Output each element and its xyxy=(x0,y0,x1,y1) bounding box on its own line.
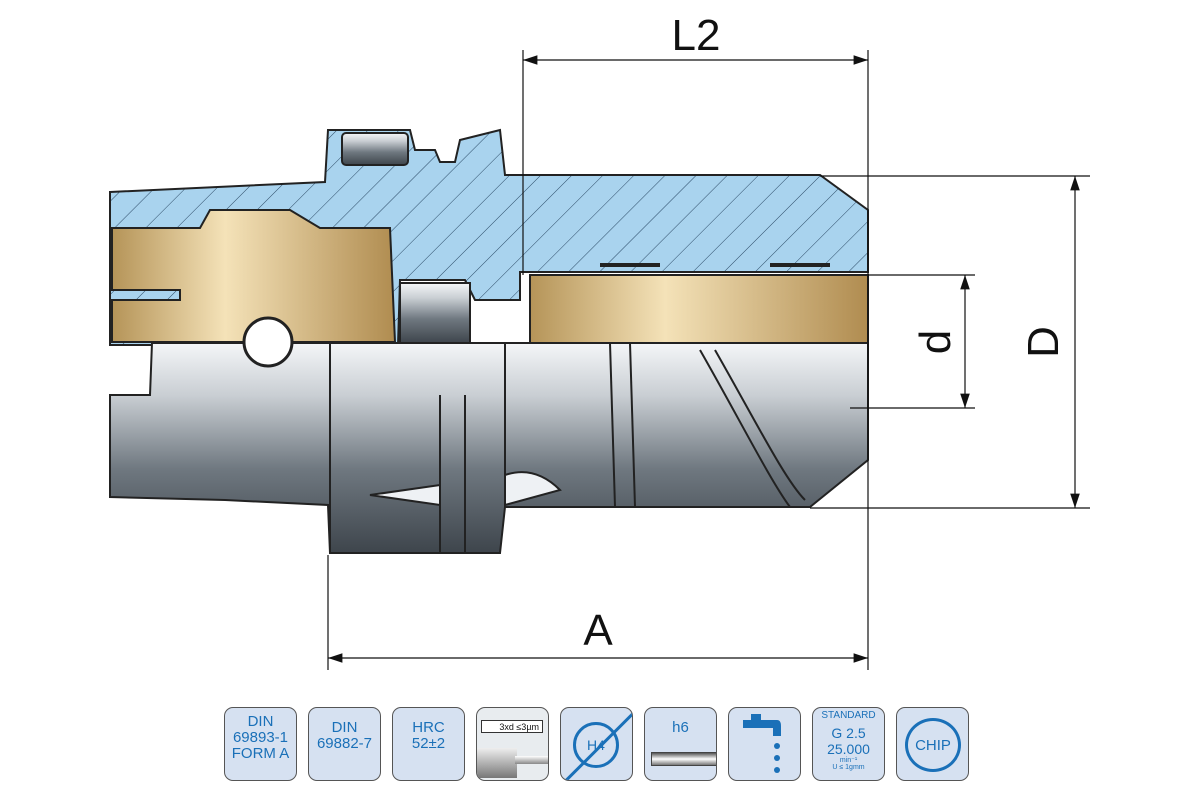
feature-icons: DIN 69893-1 FORM A DIN 69882-7 HRC 52±2 … xyxy=(224,707,969,781)
dimension-d: d xyxy=(850,274,975,409)
runout-badge: 3xd ≤3µm xyxy=(476,707,549,781)
shank-bore xyxy=(529,274,869,344)
label-d: d xyxy=(911,330,960,354)
coolant-icon xyxy=(743,714,781,773)
badge-text: FORM A xyxy=(231,745,290,762)
badge-text: 69882-7 xyxy=(316,735,373,752)
chip-circle-icon: CHIP xyxy=(905,718,961,772)
h4-circle-icon: H4 xyxy=(573,722,619,768)
dimension-A: A xyxy=(327,555,868,670)
chip-badge: CHIP xyxy=(896,707,969,781)
badge-text: CHIP xyxy=(915,736,951,754)
din-69882-7-badge: DIN 69882-7 xyxy=(308,707,381,781)
h4-badge: H4 xyxy=(560,707,633,781)
coolant-badge xyxy=(728,707,801,781)
badge-text: DIN xyxy=(247,713,274,730)
dimension-L2: L2 xyxy=(522,11,869,670)
badge-text: U ≤ 1gmm xyxy=(832,764,865,771)
dimension-D: D xyxy=(810,175,1090,509)
badge-text: STANDARD xyxy=(821,710,876,721)
label-A: A xyxy=(583,606,613,655)
shank-icon xyxy=(651,752,716,766)
badge-text: 69893-1 xyxy=(232,729,289,746)
badge-text: h6 xyxy=(672,719,689,736)
thread-insert xyxy=(399,282,471,344)
badge-text: G 2.5 xyxy=(831,725,866,741)
badge-text: 52±2 xyxy=(411,735,446,752)
label-L2: L2 xyxy=(672,11,721,60)
badge-text: min⁻¹ xyxy=(839,757,858,764)
balancing-badge: STANDARD G 2.5 25.000 min⁻¹ U ≤ 1gmm xyxy=(812,707,885,781)
h6-badge: h6 xyxy=(644,707,717,781)
badge-text: H4 xyxy=(587,737,605,753)
drive-slot xyxy=(341,132,409,166)
tool-holder-drawing: L2 A D d xyxy=(109,11,1090,670)
hrc-badge: HRC 52±2 xyxy=(392,707,465,781)
badge-text: 25.000 xyxy=(827,741,870,757)
label-D: D xyxy=(1019,326,1068,358)
badge-text: HRC xyxy=(412,719,445,736)
din-69893-1-badge: DIN 69893-1 FORM A xyxy=(224,707,297,781)
runout-icon: 3xd ≤3µm xyxy=(481,720,543,733)
badge-text: DIN xyxy=(331,719,358,736)
coolant-hole xyxy=(242,316,294,368)
